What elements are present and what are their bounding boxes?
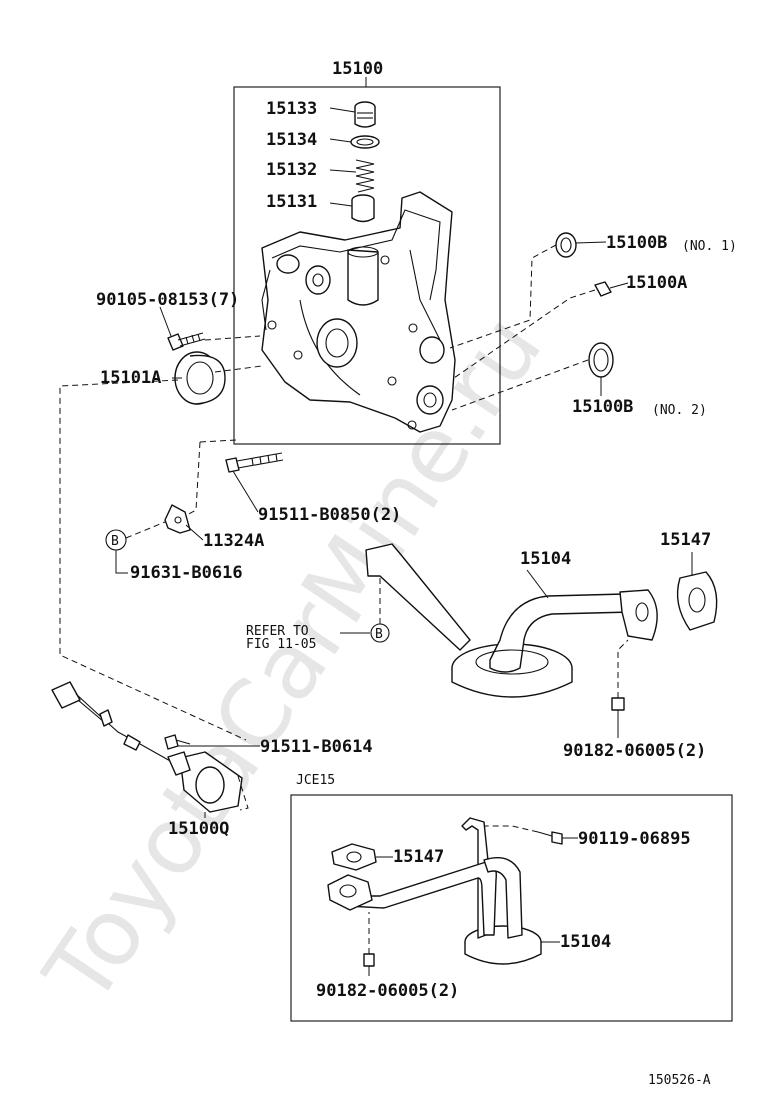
oil-seal-15101a [174, 351, 226, 405]
label-90105-08153: 90105-08153(7) [96, 290, 239, 310]
label-15131: 15131 [266, 192, 317, 212]
bolt-91511-b0850 [225, 452, 284, 473]
label-15147: 15147 [660, 530, 711, 550]
label-15100a: 15100A [626, 273, 687, 293]
label-91511-b0850: 91511-B0850(2) [258, 505, 401, 525]
label-15133: 15133 [266, 99, 317, 119]
relief-valve-15131 [351, 194, 375, 223]
label-15100: 15100 [332, 59, 383, 79]
label-15132: 15132 [266, 160, 317, 180]
inset-bolt-90182 [363, 953, 375, 967]
plug-15100a [594, 281, 612, 297]
spring-15132 [355, 159, 375, 193]
label-inset-15104: 15104 [560, 932, 611, 952]
gasket-15134 [350, 135, 380, 149]
oil-pump-assembly-box [233, 86, 501, 445]
label-15101a: 15101A [100, 368, 161, 388]
plug-15133 [354, 101, 376, 128]
label-91511-b0614: 91511-B0614 [260, 737, 373, 757]
label-15104: 15104 [520, 549, 571, 569]
bolt-90105 [167, 332, 206, 351]
label-11324a: 11324A [203, 531, 264, 551]
label-inset-15147: 15147 [393, 847, 444, 867]
bracket-11324a [164, 504, 191, 534]
label-15100b-no1: 15100B [606, 233, 667, 253]
inset-title: JCE15 [296, 773, 335, 788]
label-15134: 15134 [266, 130, 317, 150]
o-ring-15100b-no1 [555, 232, 577, 258]
o-ring-15100b-no2 [588, 342, 614, 378]
label-15100q: 15100Q [168, 819, 229, 839]
label-15100b-no1-note: (NO. 1) [682, 239, 737, 254]
fig-ref-text: FIG 11-05 [246, 637, 316, 652]
label-90182-06005: 90182-06005(2) [563, 741, 706, 761]
label-15100b-no2-note: (NO. 2) [652, 403, 707, 418]
oil-pressure-sensor-15100q [51, 681, 243, 813]
refer-to-text: REFER TO [246, 624, 309, 639]
ref-b2-label: B [375, 627, 383, 642]
jce15-inset-box [290, 794, 733, 1022]
diagram-id: 150526-A [648, 1073, 711, 1088]
inset-oil-strainer-15104 [327, 817, 542, 965]
label-inset-90119-06895: 90119-06895 [578, 829, 691, 849]
inset-bolt-90119 [537, 831, 563, 845]
label-91631-b0616: 91631-B0616 [130, 563, 243, 583]
label-inset-90182-06005: 90182-06005(2) [316, 981, 459, 1001]
label-15100b-no2: 15100B [572, 397, 633, 417]
oil-pump-body [261, 191, 456, 433]
bolt-90182 [611, 697, 625, 711]
oil-strainer-15104 [365, 543, 658, 698]
inset-gasket-15147 [331, 843, 377, 871]
ref-b-label: B [111, 534, 119, 549]
gasket-15147 [676, 571, 718, 631]
